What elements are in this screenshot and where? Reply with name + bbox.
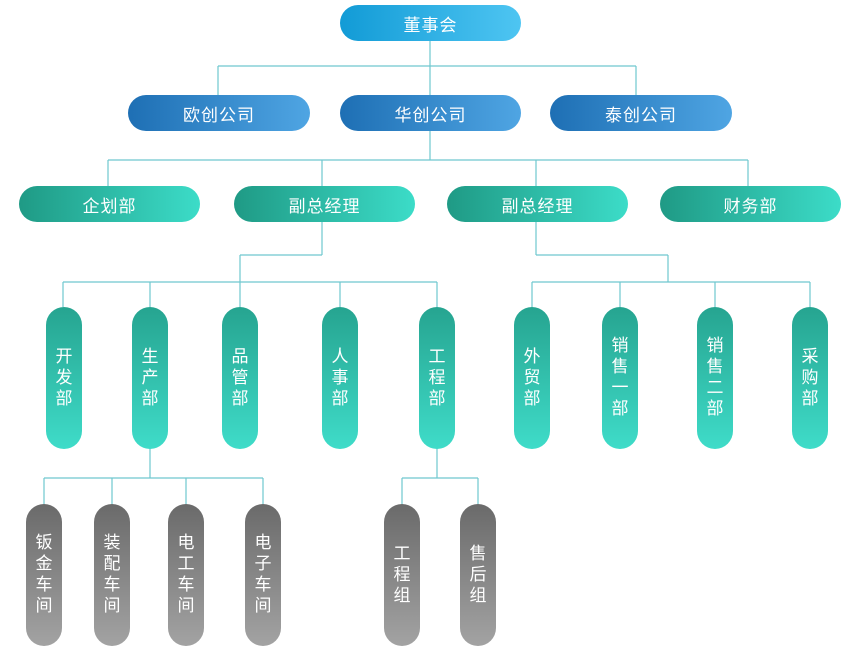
node-label: 电子车间	[254, 533, 272, 616]
node-label: 采购部	[801, 346, 819, 409]
workshop-node-electrical: 电工车间	[168, 504, 204, 646]
node-label: 人事部	[331, 346, 349, 409]
node-label: 销售一部	[611, 336, 629, 419]
group-node-engineering-team: 工程组	[384, 504, 420, 646]
department-node-finance: 财务部	[660, 186, 841, 222]
department-node-vice-gm-1: 副总经理	[234, 186, 415, 222]
department-node-planning: 企划部	[19, 186, 200, 222]
node-label: 工程部	[428, 346, 446, 409]
connector-line	[217, 40, 637, 95]
group-node-after-sales: 售后组	[460, 504, 496, 646]
board-of-directors-node: 董事会	[340, 5, 521, 41]
unit-node-procurement: 采购部	[792, 307, 828, 449]
unit-node-human-resources: 人事部	[322, 307, 358, 449]
node-label: 副总经理	[288, 196, 361, 217]
node-label: 装配车间	[103, 533, 121, 616]
node-label: 钣金车间	[35, 533, 53, 616]
node-label: 董事会	[403, 15, 458, 36]
connector-line	[401, 448, 479, 504]
unit-node-foreign-trade: 外贸部	[514, 307, 550, 449]
workshop-node-electronics: 电子车间	[245, 504, 281, 646]
connector-line	[531, 222, 811, 307]
node-label: 企划部	[82, 196, 137, 217]
node-label: 欧创公司	[183, 105, 255, 126]
unit-node-development: 开发部	[46, 307, 82, 449]
department-node-vice-gm-2: 副总经理	[447, 186, 628, 222]
node-label: 电工车间	[177, 533, 195, 616]
company-node-ouchuang: 欧创公司	[128, 95, 310, 131]
node-label: 工程组	[393, 543, 411, 606]
node-label: 华创公司	[394, 105, 467, 126]
company-node-taichuang: 泰创公司	[550, 95, 732, 131]
connector-line	[62, 222, 438, 307]
node-label: 财务部	[723, 196, 778, 217]
node-label: 开发部	[55, 346, 73, 409]
unit-node-engineering: 工程部	[419, 307, 455, 449]
node-label: 销售二部	[706, 336, 724, 419]
workshop-node-assembly: 装配车间	[94, 504, 130, 646]
node-label: 外贸部	[523, 346, 541, 409]
node-label: 生产部	[141, 346, 159, 409]
connector-line	[107, 130, 749, 186]
workshop-node-sheet-metal: 钣金车间	[26, 504, 62, 646]
unit-node-sales-1: 销售一部	[602, 307, 638, 449]
node-label: 品管部	[231, 346, 249, 409]
connector-line	[43, 448, 264, 504]
node-label: 泰创公司	[605, 105, 677, 126]
node-label: 售后组	[469, 543, 487, 606]
node-label: 副总经理	[501, 196, 574, 217]
unit-node-production: 生产部	[132, 307, 168, 449]
company-node-huachuang: 华创公司	[340, 95, 521, 131]
unit-node-sales-2: 销售二部	[697, 307, 733, 449]
unit-node-quality-control: 品管部	[222, 307, 258, 449]
